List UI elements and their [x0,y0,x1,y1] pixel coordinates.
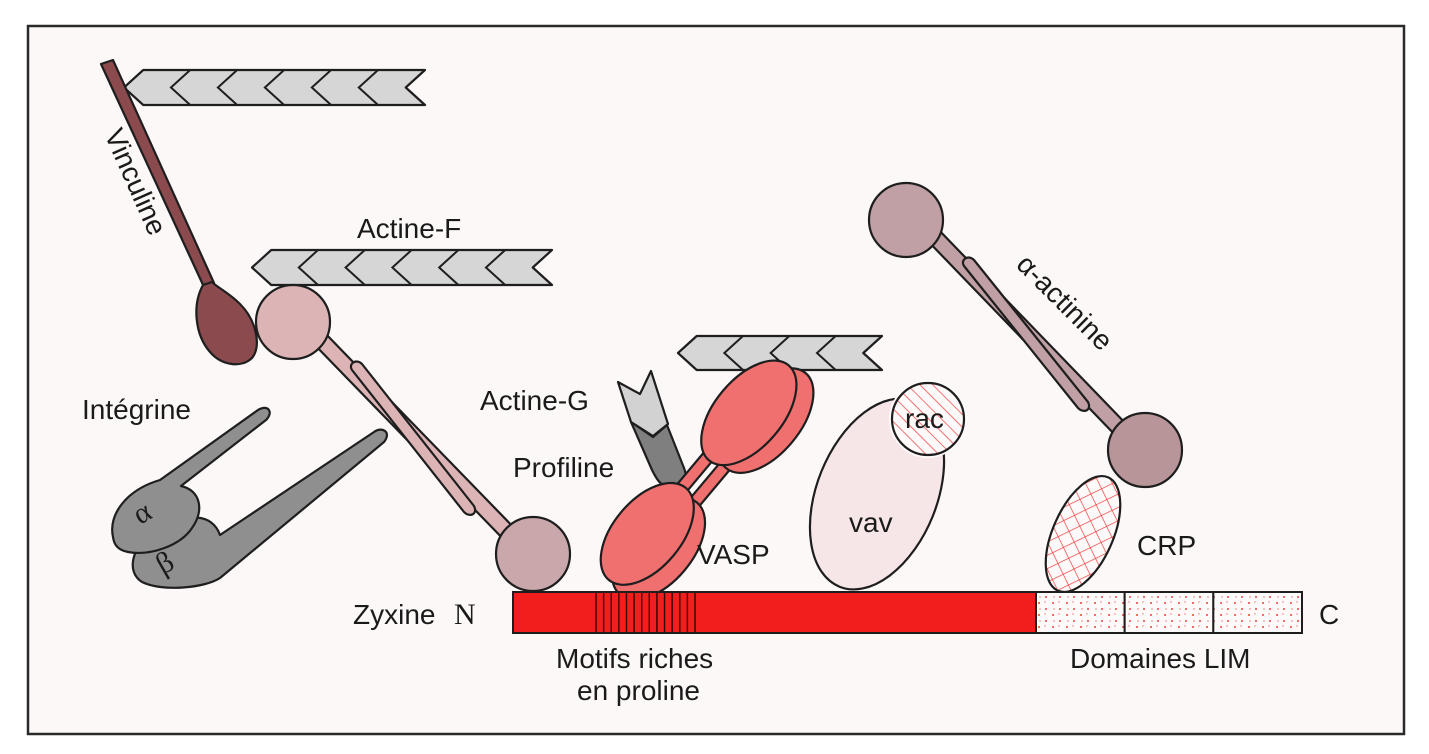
motifs-label-line2: en proline [577,675,700,706]
left-alpha-actinin-side-rod [349,360,477,516]
actin-subunit-boundary [263,69,285,106]
integrine-label: Intégrine [82,394,191,425]
integrin-alpha-subunit [111,406,271,554]
c-terminus-label: C [1319,599,1339,630]
vasp-head-front [700,359,798,467]
actin-subunit-boundary [169,69,191,106]
actin-g-monomer [616,369,670,438]
lim-domain [1123,591,1215,634]
integrin: α β [111,406,389,589]
zyxine-label: Zyxine [353,599,435,630]
rac-label: rac [905,403,944,434]
lim-domains [1035,591,1304,634]
actin-subunit-boundary [297,249,319,286]
actine-f-label: Actine-F [357,213,461,244]
left-alpha-actinin-bottom-head [494,515,572,593]
right-alpha-actinin-top-head [867,181,945,259]
actin-subunit-boundary [344,249,366,286]
domaines-lim-label: Domaines LIM [1070,643,1251,674]
vasp-label: VASP [697,539,770,570]
vasp-tail-front [599,481,695,586]
right-alpha-actinin-side-rod [961,256,1091,412]
profilin-actin-g-complex [616,369,687,490]
right-alpha-actinin [867,181,1184,489]
left-alpha-actinin-top-head [254,283,332,361]
zyxine-red-segment [512,591,1037,634]
crp-label: CRP [1137,530,1196,561]
n-terminus-label: N [454,598,476,631]
left-alpha-actinin [254,283,572,593]
motifs-label-line1: Motifs riches [556,643,713,674]
lim-domain [1212,591,1304,634]
vav-label: vav [849,507,893,538]
right-alpha-actinin-bottom-head [1106,411,1184,489]
actin-subunit-boundary [484,249,506,286]
actin-subunit-boundary [437,249,460,286]
actin-subunit-boundary [310,69,332,106]
proline-rich-motifs [595,593,696,632]
middle-actin-filament [250,248,554,287]
actin-filament-body [676,334,884,372]
vasp-actin-filament [676,334,884,372]
actin-subunit-boundary [390,249,413,286]
actin-subunit-boundary [357,69,379,106]
actin-subunit-boundary [216,69,238,106]
vinculin-head [195,280,258,366]
actin-subunit-boundary [722,335,744,371]
zyxine-protein [512,591,1304,634]
vinculin [99,58,258,366]
actin-filament-body [122,68,427,107]
lim-domain [1035,591,1126,634]
vav-rac-complex: rac vav [808,380,967,591]
profiline-label: Profiline [513,452,614,483]
rac-hatched [890,381,966,457]
actin-filament-body [250,248,554,287]
top-actin-filament [122,68,427,107]
actin-subunit-boundary [815,335,837,371]
actine-g-label: Actine-G [480,385,589,416]
integrin-beta-subunit [131,428,389,589]
crp [1044,474,1122,594]
vasp [599,359,815,601]
